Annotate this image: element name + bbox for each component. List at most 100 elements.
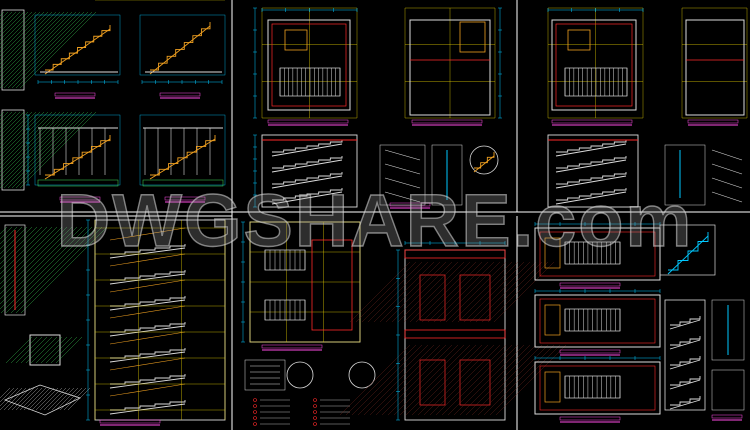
stair-stringer [555,175,627,189]
bullet-mark [313,410,317,414]
column-section [1,9,25,91]
hatch-line [495,344,567,416]
title-bar [411,119,483,124]
stair-stringer [669,359,701,370]
hatch-line [0,111,45,157]
stair-stringer [271,143,343,157]
hatch-line [0,226,43,270]
hatch-line [351,344,423,416]
stair-flight [556,156,627,169]
railing-detail [384,149,421,161]
stair-flight [150,22,211,71]
stair-stringer [271,191,343,205]
hatch-line [0,111,29,141]
hatch-line [471,344,543,416]
hatch-line [0,11,41,53]
hatch-line [451,261,513,323]
hatch-line [0,226,63,290]
hatch-line [0,11,57,69]
hatch-line [393,344,465,416]
hatch-line [5,226,93,314]
hatch-line [0,11,61,73]
stairwell-wall [267,19,351,111]
hatch-line [435,344,507,416]
stair-flight [556,172,627,185]
hatch-line [421,261,483,323]
hatch-line [15,11,93,89]
title-bar [261,344,323,349]
hatch-line [0,387,11,399]
stairwell-inner [539,365,656,411]
detail-frame [379,144,426,206]
hatch-line [441,344,513,416]
footing [37,179,119,187]
detail-bubble-icon [348,361,376,389]
hatch-line [0,111,17,129]
bullet-mark [253,398,257,402]
hatch-line [67,387,91,411]
stair-flight [150,135,216,176]
stair-stringer [109,351,186,363]
footing-plan [29,334,61,366]
section-frame [547,134,639,208]
hatch-line [27,387,51,411]
stair-flight [45,135,111,176]
hatch-line [3,11,81,89]
hatch-line [7,387,31,411]
hatch-line [469,261,531,323]
stair-stringer [473,155,495,173]
door-opening [419,274,446,321]
hatch-line [385,261,447,323]
hatch-line [15,336,43,364]
hatch-line [11,111,89,189]
hatch-line [361,261,423,323]
stair-stringer [109,299,186,311]
hatch-line [0,226,23,250]
hatch-line [477,344,549,416]
hatch-line [20,336,48,364]
title-bar [267,119,349,124]
stair-stringer [667,235,709,275]
door-opening [459,359,491,406]
railing-detail [711,177,743,189]
title-bar [99,419,161,424]
hatch-line [0,226,33,260]
hatch-line [50,336,78,364]
hatch-line [0,11,33,45]
hatch-line [0,11,37,49]
hatch-line [0,111,21,133]
hatch-line [0,226,58,285]
bullet-mark [253,404,257,408]
hatch-line [481,261,543,323]
hatch-line [439,261,501,323]
hatch-line [369,344,441,416]
hatch-line [0,11,69,81]
bullet-mark [253,416,257,420]
stair-flight [272,172,343,185]
hatch-line [415,261,477,323]
hatch-line [379,261,441,323]
stair-floor-plan [534,294,661,348]
hatch-line [11,11,89,89]
hatch-line [15,387,39,411]
hatch-line [19,387,43,411]
hatch-line [10,226,98,314]
stair-plan-outline [564,375,621,399]
hatch-line [19,11,97,89]
stair-stringer [669,339,701,350]
stair-stringer [669,379,701,390]
landing [284,29,308,51]
hatch-line [7,11,85,89]
railing-detail [384,163,421,175]
hatch-line [483,344,555,416]
hatch-line [363,344,435,416]
hatch-line [47,387,71,411]
title-bar [687,119,739,124]
hatch-line [0,111,25,137]
stair-flight [110,322,186,333]
hatch-line [375,344,447,416]
stair-plan-outline [279,67,341,97]
stair-flight [670,376,701,386]
stairwell-wall [685,19,745,116]
hatch-line [31,387,55,411]
